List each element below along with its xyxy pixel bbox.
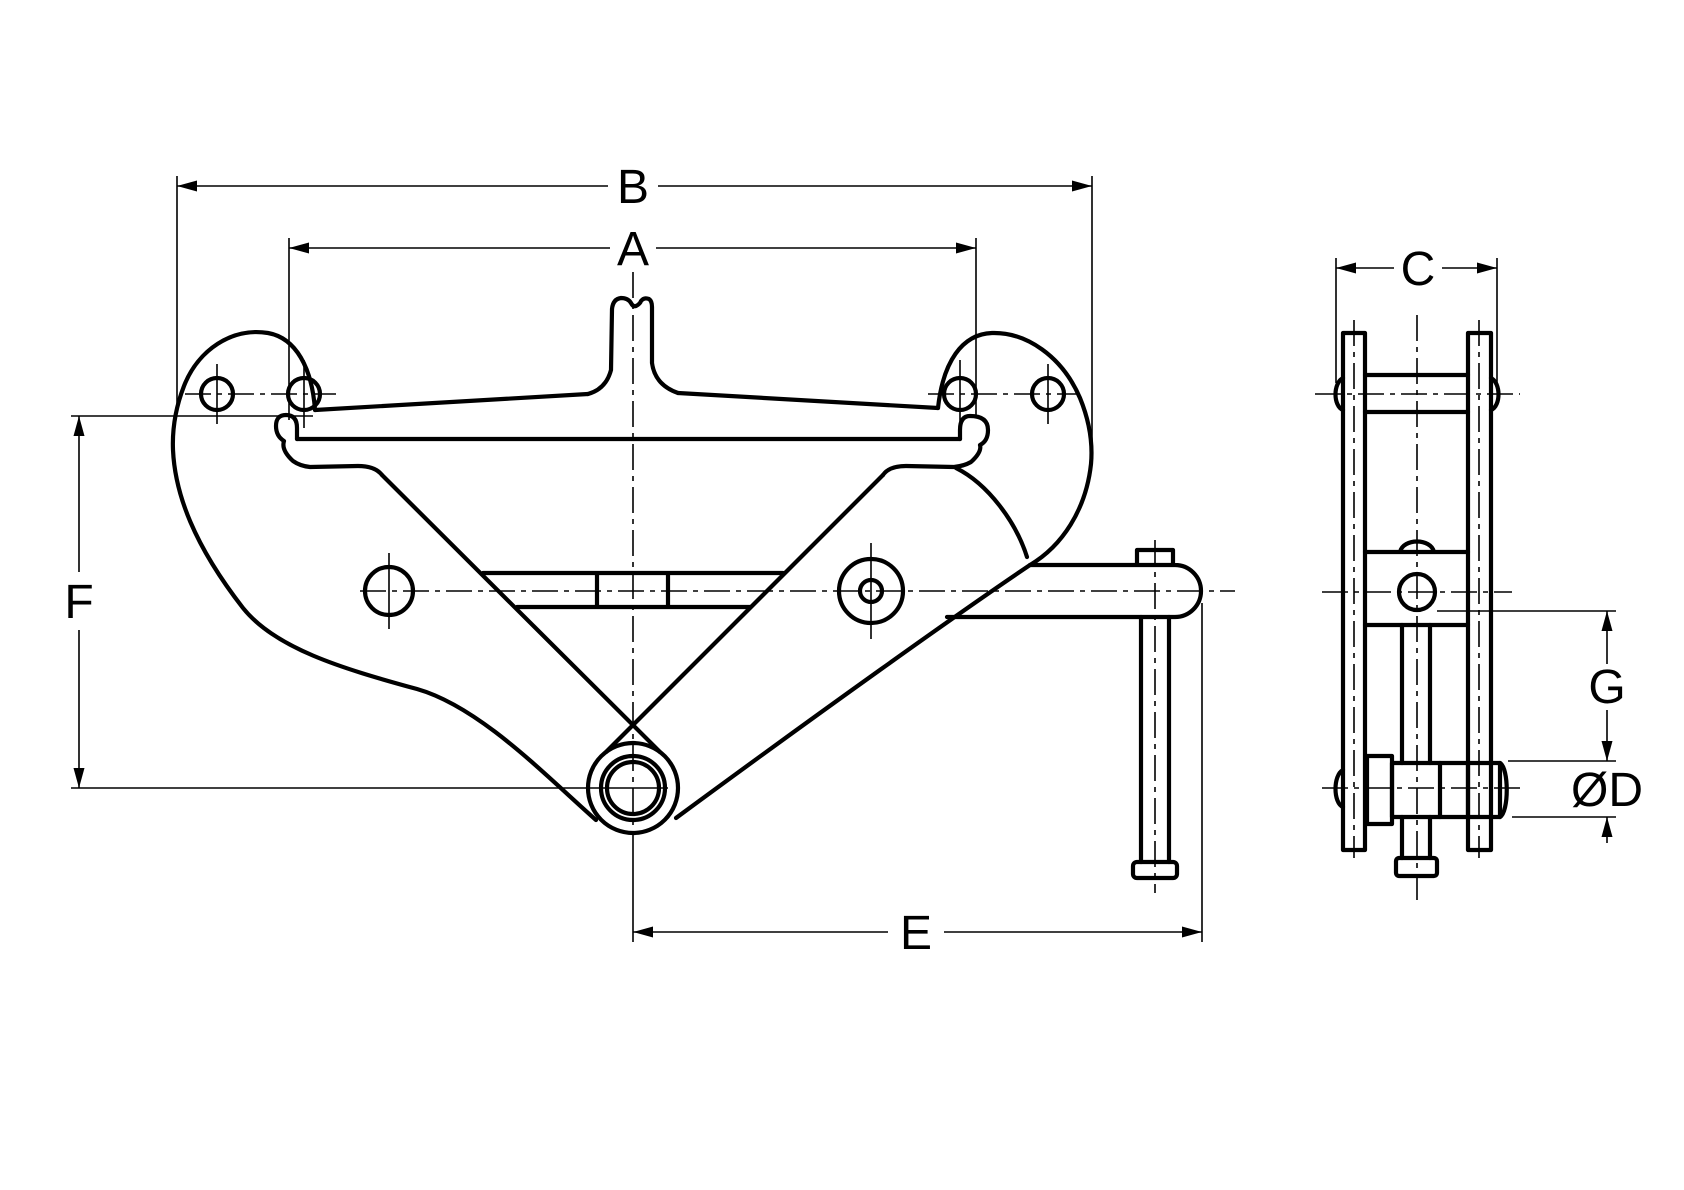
top-bar-left-edge xyxy=(312,391,591,413)
dim-e-arrow-left xyxy=(633,926,653,938)
dim-label-d: ØD xyxy=(1571,764,1643,817)
dimension-e: E xyxy=(632,603,1203,960)
dimension-d: ØD xyxy=(1512,764,1643,843)
dim-e-extension-lines xyxy=(632,603,1203,942)
support-arm xyxy=(944,547,1204,620)
side-pin-end-left xyxy=(1333,767,1346,810)
dim-a-extension-lines xyxy=(288,238,977,420)
right-claw-outline xyxy=(935,330,1094,568)
dim-label-c: C xyxy=(1401,243,1436,296)
dim-b-arrow-right xyxy=(1072,180,1092,192)
dim-b-arrow-left xyxy=(177,180,197,192)
side-pin-head-block xyxy=(1364,753,1395,827)
side-screw-rod xyxy=(1399,622,1433,861)
dim-label-b: B xyxy=(617,161,649,214)
dimension-annotations: B A C F xyxy=(64,161,1643,960)
side-view xyxy=(1315,315,1525,900)
dim-f-extension-lines xyxy=(71,415,668,789)
dim-c-arrow-right xyxy=(1477,262,1497,274)
top-bar-right-edge xyxy=(675,390,941,411)
dim-f-arrow-top xyxy=(73,416,85,436)
dim-b-extension-lines xyxy=(176,176,1093,452)
dim-g-arrow-top xyxy=(1601,611,1613,631)
dim-label-g: G xyxy=(1588,661,1625,714)
suspension-lug xyxy=(585,295,681,397)
dim-a-arrow-left xyxy=(289,242,309,254)
handle-rod xyxy=(1138,614,1172,865)
side-pivot-pin-end xyxy=(1437,760,1509,820)
right-jaw-hook xyxy=(880,413,991,478)
left-jaw-hook xyxy=(273,412,385,478)
dimension-a: A xyxy=(288,223,977,420)
dim-g-arrow-bottom xyxy=(1601,741,1613,761)
dim-d-arrow xyxy=(1601,817,1613,837)
dimension-f: F xyxy=(64,415,668,789)
left-arm-diagonal xyxy=(379,472,663,755)
hole-cross-ticks xyxy=(216,360,1049,639)
front-view xyxy=(170,272,1235,893)
dim-f-arrow-bottom xyxy=(73,768,85,788)
dim-c-arrow-left xyxy=(1336,262,1356,274)
left-claw-outline xyxy=(170,329,599,823)
right-arm-diagonal xyxy=(603,472,886,755)
dim-a-arrow-right xyxy=(956,242,976,254)
dim-c-extension-lines xyxy=(1335,258,1498,383)
right-lip-curve xyxy=(953,465,1030,560)
dim-g-extension-lines xyxy=(1437,610,1616,762)
dimension-g: G xyxy=(1437,610,1626,762)
dim-e-arrow-right xyxy=(1182,926,1202,938)
dim-label-f: F xyxy=(64,576,93,629)
side-pivot-pin-body xyxy=(1389,760,1503,820)
right-arm-lower-edge xyxy=(673,562,1033,821)
dimension-b: B xyxy=(176,161,1093,452)
dimension-c: C xyxy=(1335,243,1498,383)
dim-label-a: A xyxy=(617,223,649,276)
dim-label-e: E xyxy=(900,907,932,960)
